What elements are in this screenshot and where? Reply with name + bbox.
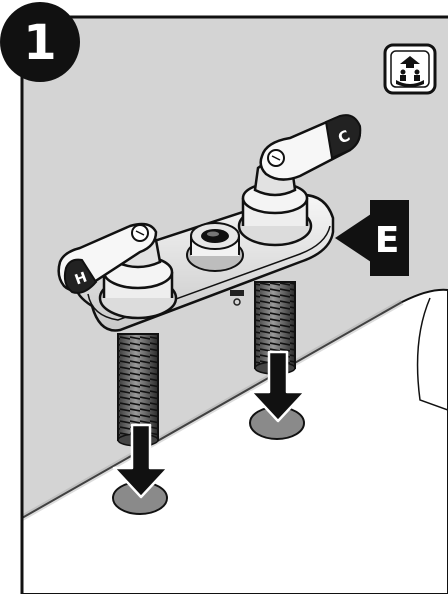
step-number: 1 xyxy=(23,15,56,71)
down-arrow-left xyxy=(112,423,170,499)
handle-hot-tip xyxy=(63,258,98,294)
handle-hot-mark: H xyxy=(73,269,89,288)
threaded-shank-left xyxy=(117,333,159,447)
step-panel xyxy=(22,17,448,594)
sink-deck xyxy=(22,288,448,594)
two-person-lift-badge xyxy=(383,43,437,95)
down-arrow-right xyxy=(249,350,307,423)
callout-letter: E xyxy=(375,220,400,261)
faucet-spout xyxy=(186,222,244,272)
faucet-handle-hot: H xyxy=(57,222,178,320)
threaded-shank-right xyxy=(254,281,296,375)
callout-e: E xyxy=(335,200,409,276)
handle-cold-tip xyxy=(324,114,362,160)
faucet-handle-cold: C xyxy=(237,114,362,247)
two-person-lift-icon xyxy=(396,56,424,87)
sink-basin-edge xyxy=(416,297,448,411)
step-number-badge: 1 xyxy=(0,2,80,82)
